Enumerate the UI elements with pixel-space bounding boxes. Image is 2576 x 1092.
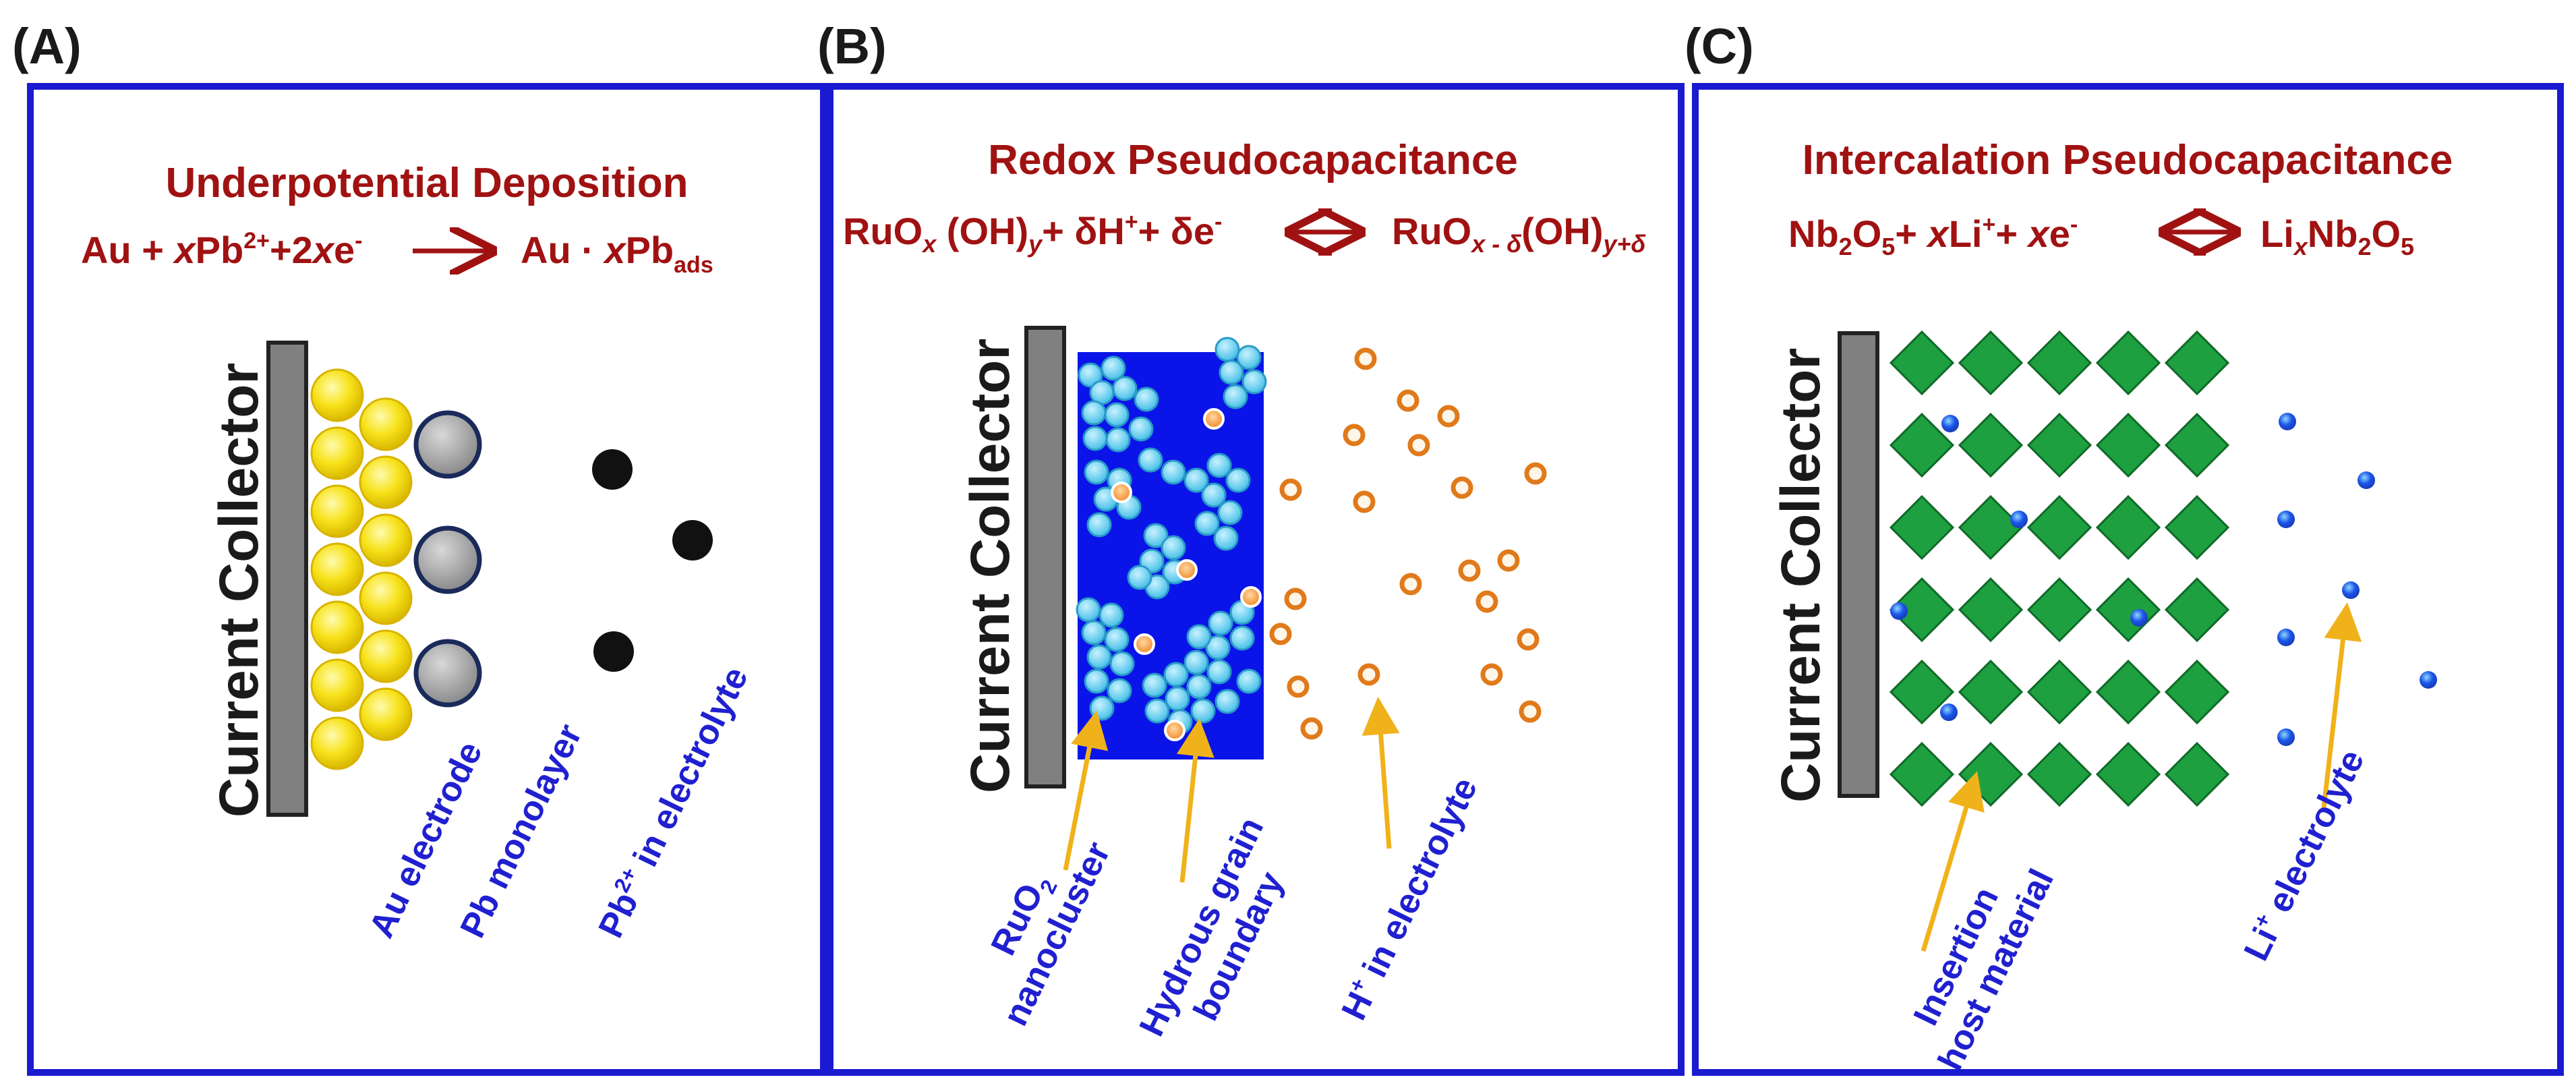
panel-c-equation-right: LixNb2O5 <box>2260 212 2414 260</box>
panel-a-equation-right: Au · xPbads <box>521 229 713 278</box>
panel-a-collector-plate <box>266 341 308 817</box>
au-electrode-atoms <box>310 368 413 770</box>
panel-b-letter: (B) <box>817 18 887 74</box>
pb2-electrolyte-label: Pb2+ in electrolyte <box>589 660 756 944</box>
h-electrolyte-label: H+ in electrolyte <box>1333 771 1485 1027</box>
panel-c-letter: (C) <box>1685 18 1754 74</box>
panel-b-collector-plate <box>1024 326 1066 788</box>
li-ions-intercalated <box>1890 415 2148 721</box>
surface-clusters <box>1214 337 1267 409</box>
panel-a-letter: (A) <box>12 18 82 74</box>
panel-b-frame <box>827 83 1685 1076</box>
panel-a-frame <box>27 83 827 1076</box>
panel-c-collector-plate <box>1838 331 1879 798</box>
panel-c: (C) Intercalation Pseudocapacitance Nb2O… <box>1685 18 2564 1076</box>
pb-monolayer-atoms <box>413 410 482 708</box>
panel-c-pointer-arrows <box>1921 602 2362 952</box>
trapped-protons <box>1111 408 1262 741</box>
ruo2-nanocluster-label: RuO2 nanocluster <box>958 817 1118 1032</box>
panel-c-frame <box>1692 83 2564 1076</box>
pb2-ions-electrolyte <box>592 449 713 672</box>
li-electrolyte-label: Li+ electrolyte <box>2235 743 2372 967</box>
hydrous-grain-label: Hydrous grain boundary <box>1132 803 1314 1060</box>
panel-b-equation-right: RuOx - δ(OH)y+δ <box>1392 210 1647 258</box>
insertion-host-label: Insertion host material <box>1893 844 2061 1076</box>
panel-b-collector-label: Current Collector <box>960 339 1021 793</box>
panel-c-collector-label: Current Collector <box>1770 348 1832 803</box>
panel-b-title: Redox Pseudocapacitance <box>988 137 1518 183</box>
li-ions-electrolyte <box>2277 413 2437 746</box>
panel-b-pointer-arrows <box>1063 697 1400 883</box>
panel-a: (A) Underpotential Deposition Au + xPb2+… <box>12 18 827 1076</box>
panel-b: (B) Redox Pseudocapacitance RuOx (OH)y+ … <box>817 18 1685 1076</box>
panel-c-equation-left: Nb2O5+ xLi++ xe- <box>1788 212 2078 260</box>
insertion-host-lattice <box>1889 330 2230 807</box>
h-ions-electrolyte <box>1269 347 1547 740</box>
panel-c-title: Intercalation Pseudocapacitance <box>1803 137 2453 183</box>
panel-a-title: Underpotential Deposition <box>166 160 689 206</box>
panel-b-equation-left: RuOx (OH)y+ δH++ δe- <box>843 209 1222 258</box>
panel-a-equation-left: Au + xPb2++2xe- <box>81 228 362 271</box>
panel-a-collector-label: Current Collector <box>208 363 270 817</box>
